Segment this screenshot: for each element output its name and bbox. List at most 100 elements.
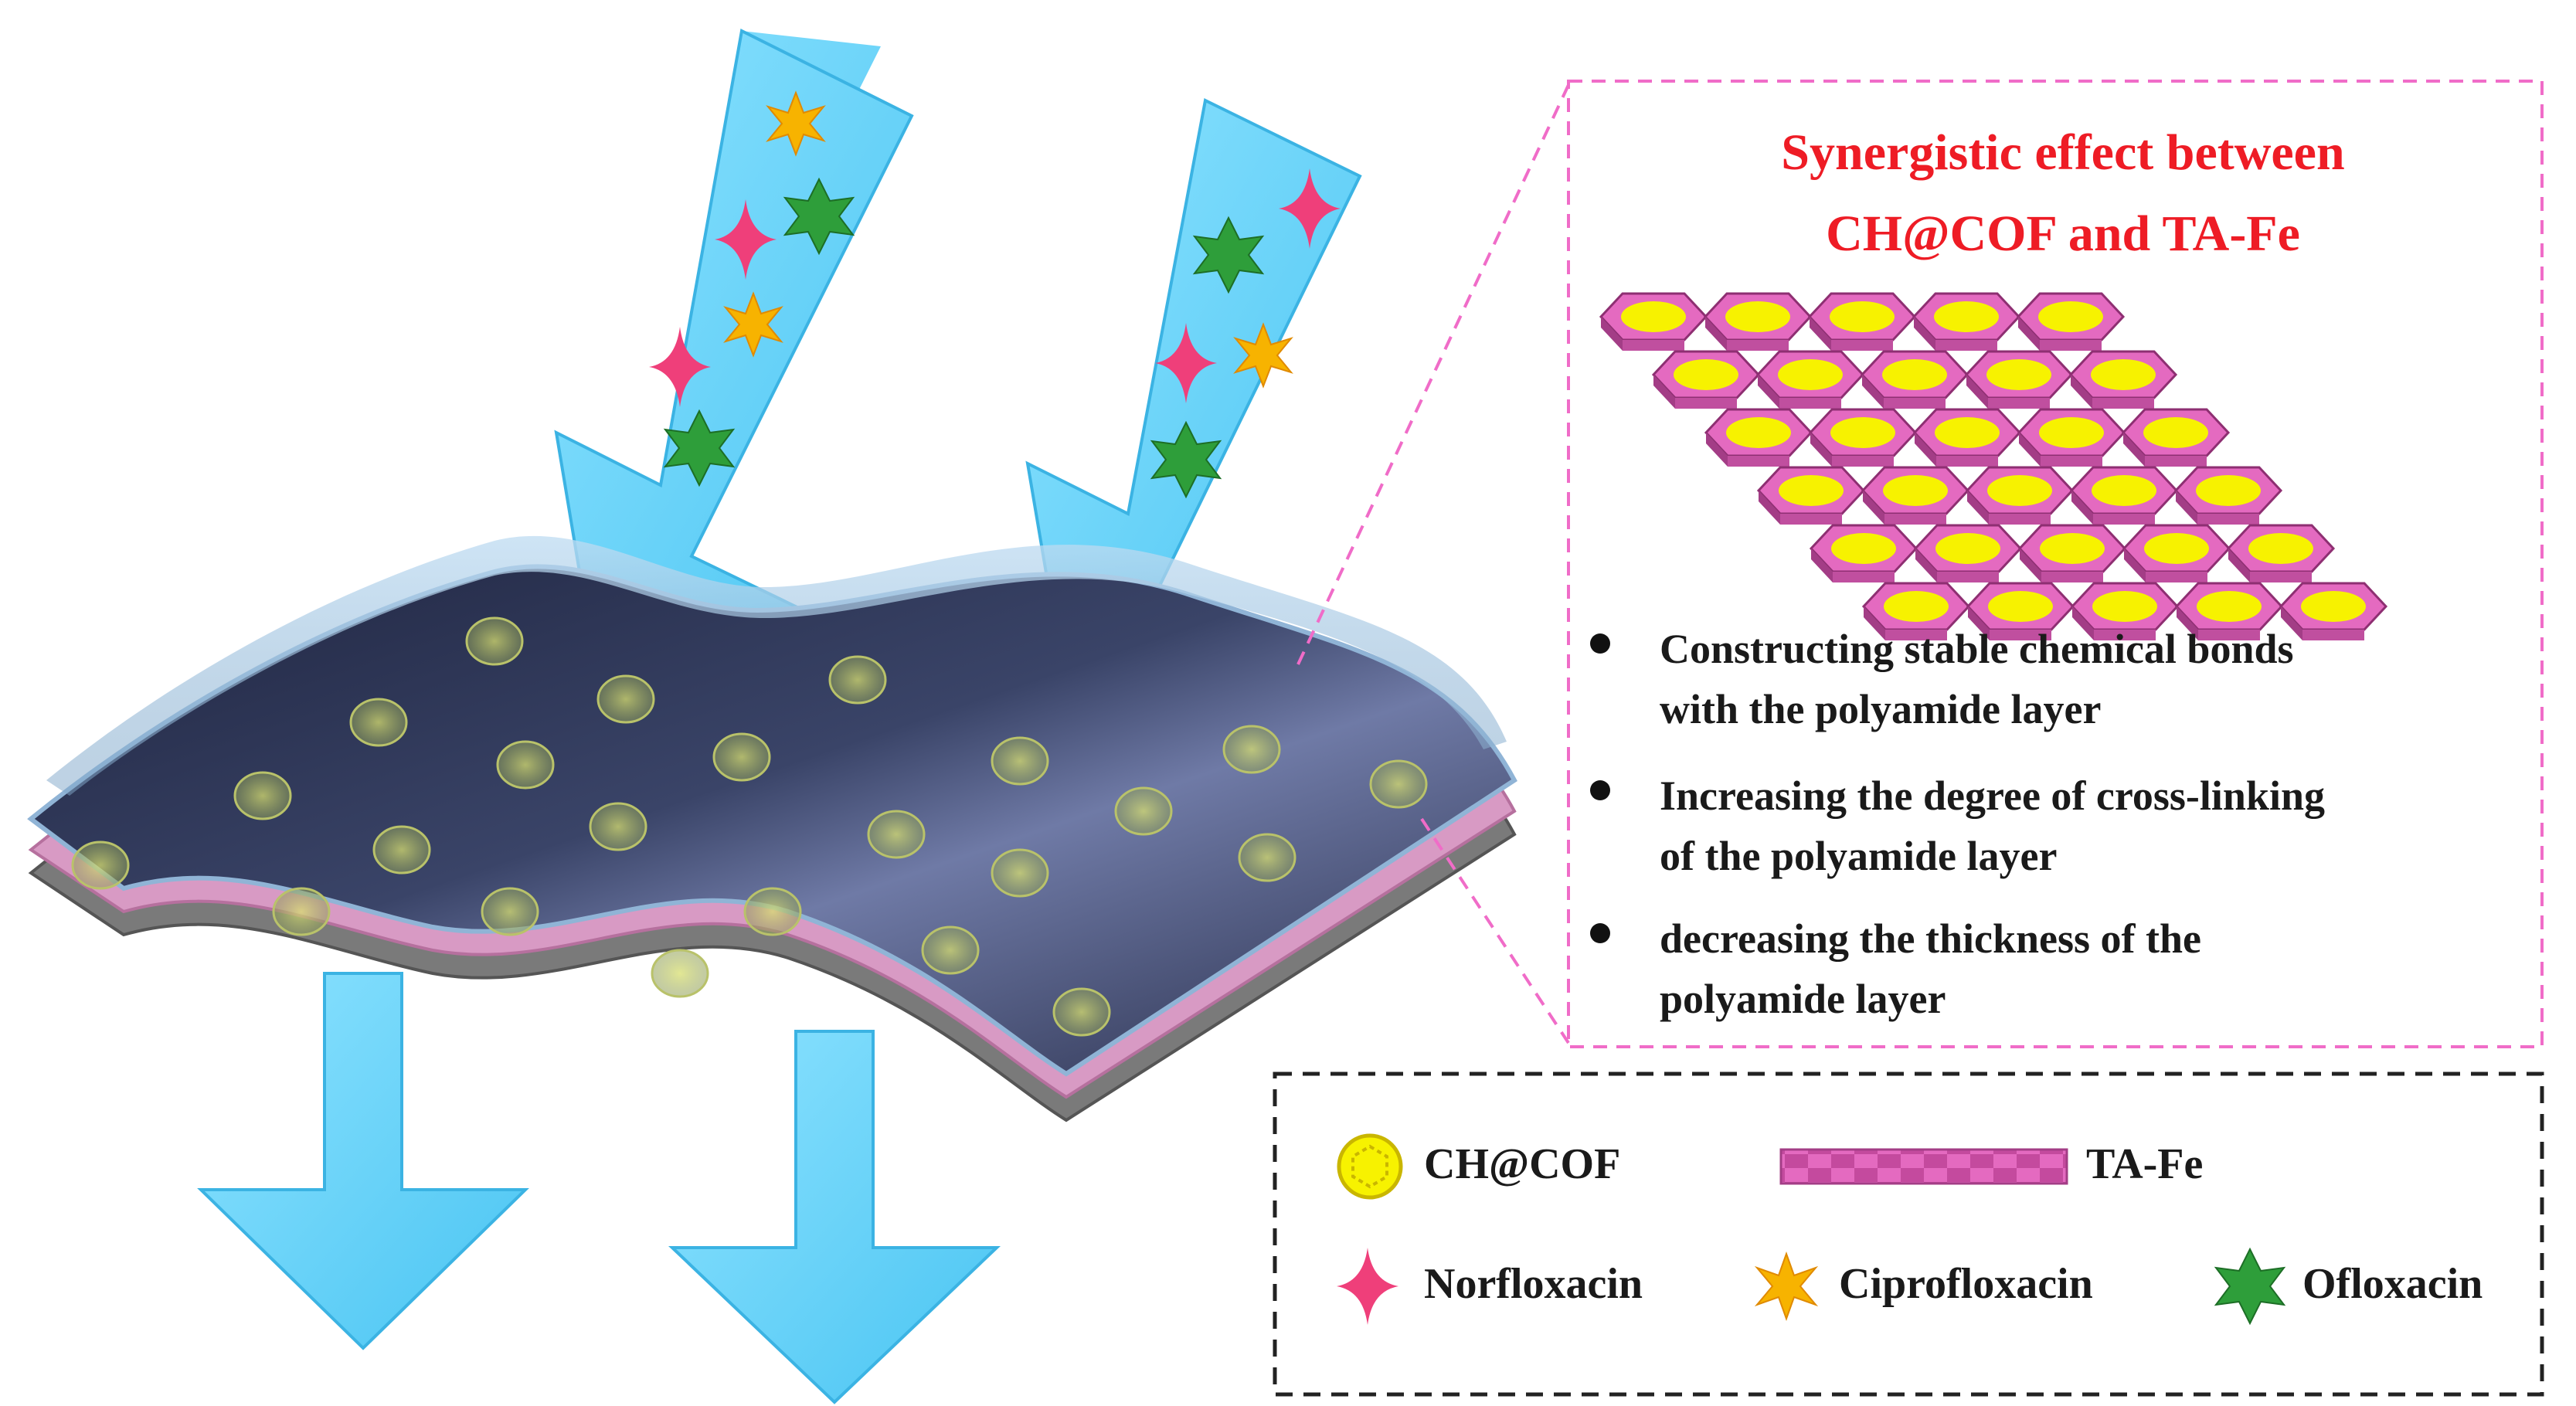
panel-title-line2: CH@COF and TA-Fe: [1826, 205, 2300, 262]
ta-fe-cell-wall: [2124, 548, 2146, 582]
ta-fe-cell-wall: [2071, 491, 2093, 525]
bullet-dot: [1590, 780, 1610, 800]
ciprofloxacin-icon: [1233, 322, 1293, 389]
cof-particles: [71, 616, 1428, 1037]
legend-ofloxacin-icon: [2214, 1247, 2286, 1326]
bullet-1-line1: Constructing stable chemical bonds: [1660, 626, 2294, 672]
cof-center: [2196, 475, 2261, 506]
ta-fe-cell-front: [1831, 340, 1893, 351]
ciprofloxacin-icon: [723, 291, 783, 358]
cof-center: [1935, 533, 2000, 564]
panel-title-line1: Synergistic effect between: [1781, 124, 2345, 181]
ta-fe-cell-front: [1989, 514, 2051, 525]
ta-fe-cell-wall: [2018, 317, 2040, 351]
ta-fe-cell-front: [1884, 514, 1946, 525]
ta-fe-cell-front: [1936, 456, 1998, 467]
cof-center: [1986, 359, 2051, 390]
ta-fe-cell-wall: [1811, 548, 1833, 582]
ta-fe-cell-front: [1937, 572, 1999, 582]
ta-fe-cell-wall: [2020, 548, 2041, 582]
cof-center: [1779, 475, 1844, 506]
cof-center: [2092, 475, 2156, 506]
norfloxacin-icon: [1279, 168, 1341, 249]
ofloxacin-icon: [1192, 216, 1265, 294]
ta-fe-cell-wall: [1914, 317, 1935, 351]
ta-fe-cell-wall: [2281, 606, 2302, 640]
ta-fe-cell-front: [1988, 398, 2050, 409]
ta-fe-cell-wall: [1705, 317, 1727, 351]
cof-center: [2197, 591, 2262, 622]
legend-norfloxacin-icon: [1337, 1248, 1398, 1325]
cof-center: [2091, 359, 2156, 390]
cof-center: [2143, 417, 2208, 448]
cof-center: [2144, 533, 2209, 564]
ta-fe-cell-wall: [1915, 433, 1936, 467]
ta-fe-cell-front: [2302, 630, 2364, 640]
cof-center: [2248, 533, 2313, 564]
zoom-lines: [1296, 84, 1570, 1044]
ta-fe-cell-front: [2145, 456, 2207, 467]
ta-fe-cell-wall: [1967, 491, 1989, 525]
cof-center: [1830, 301, 1895, 332]
ta-fe-cell-wall: [1864, 606, 1885, 640]
cof-center: [1988, 591, 2053, 622]
cof-center: [1830, 417, 1895, 448]
cof-center: [1674, 359, 1738, 390]
ta-fe-lattice: [1599, 292, 2388, 640]
cof-center: [1621, 301, 1686, 332]
ta-fe-cell-wall: [2176, 491, 2197, 525]
top-glass-layer: [46, 535, 1507, 796]
ta-fe-cell-front: [2041, 572, 2103, 582]
cof-center: [1778, 359, 1843, 390]
cof-center: [2039, 417, 2104, 448]
ta-fe-cell-wall: [1810, 317, 1831, 351]
ta-fe-cell-wall: [1758, 375, 1779, 409]
ta-fe-cell-front: [1623, 340, 1684, 351]
ta-fe-cell-front: [2146, 572, 2207, 582]
ta-fe-cell-wall: [1863, 491, 1884, 525]
ta-fe-cell-front: [1885, 630, 1947, 640]
cof-center: [1987, 475, 2052, 506]
cof-center: [1935, 417, 2000, 448]
legend-ta-fe-label: TA-Fe: [2086, 1140, 2204, 1188]
cof-center: [1882, 359, 1947, 390]
ta-fe-cell-wall: [1810, 433, 1832, 467]
ta-fe-cell-front: [1884, 398, 1946, 409]
bullet-dot: [1590, 633, 1610, 654]
norfloxacin-icon: [649, 327, 711, 407]
bullet-2-line1: Increasing the degree of cross-linking: [1660, 773, 2325, 819]
ofloxacin-icon: [663, 409, 736, 487]
ta-fe-cell-front: [2041, 456, 2102, 467]
norfloxacin-icon: [715, 199, 777, 280]
cof-center: [1884, 591, 1949, 622]
bullet-2-line2: of the polyamide layer: [1660, 833, 2058, 879]
ta-fe-cell-front: [2198, 630, 2260, 640]
legend-norfloxacin-label: Norfloxacin: [1424, 1260, 1643, 1308]
bullet-3-line1: decreasing the thickness of the: [1660, 915, 2201, 962]
cof-center: [2038, 301, 2103, 332]
ta-fe-cell-front: [2040, 340, 2102, 351]
cof-center: [1883, 475, 1948, 506]
ta-fe-cell-wall: [1862, 375, 1884, 409]
ta-fe-cell-front: [1990, 630, 2051, 640]
ta-fe-cell-front: [2094, 630, 2156, 640]
cof-center: [1934, 301, 1999, 332]
ta-fe-cell-front: [1675, 398, 1737, 409]
ta-fe-cell-wall: [2123, 433, 2145, 467]
ta-fe-cell-wall: [1966, 375, 1988, 409]
cof-center: [2092, 591, 2157, 622]
cof-center: [1831, 533, 1896, 564]
bullet-dot: [1590, 923, 1610, 943]
ta-fe-cell-front: [2092, 398, 2154, 409]
permeate-arrow-left: [197, 972, 529, 1350]
legend-frame: [1273, 1071, 2544, 1397]
ta-fe-cell-wall: [2072, 606, 2094, 640]
ta-fe-cell-wall: [1601, 317, 1623, 351]
panel-frame: [1567, 80, 2544, 1048]
ta-fe-cell-front: [2093, 514, 2155, 525]
ta-fe-cell-wall: [2228, 548, 2250, 582]
permeate-arrow-right: [668, 1030, 1001, 1404]
bullet-1-line2: with the polyamide layer: [1660, 686, 2102, 732]
cof-center: [1725, 301, 1790, 332]
